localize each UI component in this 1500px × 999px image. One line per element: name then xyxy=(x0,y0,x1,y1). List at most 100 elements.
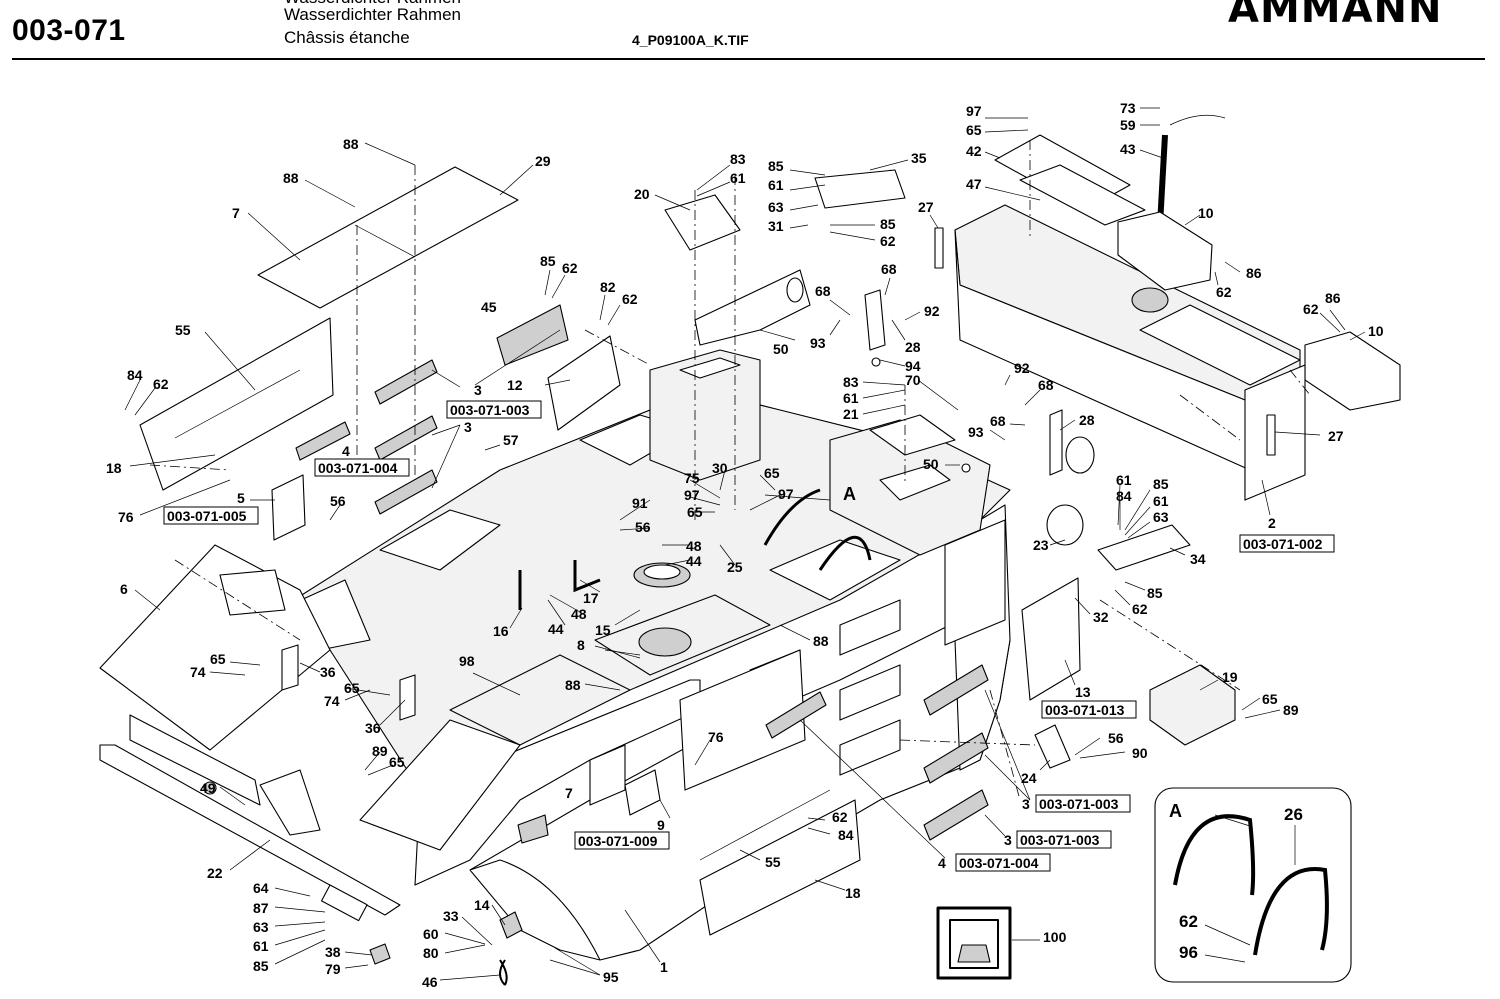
leader-line xyxy=(461,916,493,946)
leader-line xyxy=(431,424,461,436)
brand-logo: AMMANN xyxy=(1228,0,1443,32)
leader-line xyxy=(694,739,711,766)
hose-26-a xyxy=(1173,814,1256,896)
side-window-3 xyxy=(839,719,901,776)
callout-65: 65 xyxy=(764,465,780,481)
view-a-label: A xyxy=(843,484,856,504)
callout-3: 3 xyxy=(474,382,482,398)
panel-29-split xyxy=(354,224,416,258)
plate-8-ring xyxy=(638,627,692,657)
side-window-5 xyxy=(589,744,626,806)
callout-65: 65 xyxy=(687,504,703,520)
callout-61: 61 xyxy=(768,177,784,193)
leader-line xyxy=(1074,737,1101,756)
leader-line xyxy=(689,496,721,506)
assembly-lines xyxy=(149,140,1311,801)
side-window-1 xyxy=(839,599,901,656)
ref-box-frame xyxy=(1035,794,1131,813)
leader-line xyxy=(204,331,256,391)
leader-line xyxy=(1184,214,1201,226)
leader-line xyxy=(329,504,341,521)
hinge-27-left xyxy=(934,227,944,269)
callout-3: 3 xyxy=(1022,796,1030,812)
callout-62: 62 xyxy=(1132,601,1148,617)
callout-93: 93 xyxy=(810,335,826,351)
leader-line xyxy=(614,609,641,626)
callout-21: 21 xyxy=(843,406,859,422)
callout-62: 62 xyxy=(1179,912,1198,931)
callout-61: 61 xyxy=(253,938,269,954)
deck-opening-1 xyxy=(379,509,501,571)
callout-36: 36 xyxy=(320,664,336,680)
cover-19 xyxy=(1149,664,1236,746)
panel-55 xyxy=(139,317,334,491)
callout-6: 6 xyxy=(120,581,128,597)
plate-21 xyxy=(869,414,956,456)
leader-line xyxy=(989,429,1006,441)
leader-line xyxy=(619,499,651,521)
callout-63: 63 xyxy=(253,919,269,935)
leader-line xyxy=(1039,759,1051,771)
leader-line xyxy=(1117,484,1121,526)
hinge-27-right xyxy=(1266,414,1276,456)
leader-line xyxy=(1139,149,1164,159)
leader-line xyxy=(367,764,394,776)
callout-7: 7 xyxy=(232,205,240,221)
detail-a-box xyxy=(1154,787,1352,983)
panel-18 xyxy=(699,799,861,936)
leader-line xyxy=(509,607,523,629)
leader-line xyxy=(544,379,571,386)
leader-line xyxy=(829,319,841,336)
leader-line xyxy=(984,754,1031,801)
callout-63: 63 xyxy=(768,199,784,215)
callout-25: 25 xyxy=(727,559,743,575)
leader-line xyxy=(379,699,406,726)
leader-line xyxy=(607,304,621,326)
callout-91: 91 xyxy=(632,495,648,511)
callout-68: 68 xyxy=(815,283,831,299)
callout-65: 65 xyxy=(389,754,405,770)
callout-14: 14 xyxy=(474,897,490,913)
gasket-47 xyxy=(1019,164,1146,226)
leader-line xyxy=(1114,589,1131,606)
hook-46 xyxy=(499,959,508,986)
frame-top-tunnel xyxy=(694,269,811,346)
leader-line xyxy=(869,159,909,171)
bumper-22-top xyxy=(129,714,261,806)
pipe-17 xyxy=(573,560,601,593)
callout-24: 24 xyxy=(1021,770,1037,786)
leader-line xyxy=(1124,489,1151,531)
callout-65: 65 xyxy=(210,651,226,667)
callout-65: 65 xyxy=(1262,691,1278,707)
callout-12: 12 xyxy=(507,377,523,393)
callout-92: 92 xyxy=(1014,360,1030,376)
bolt-94 xyxy=(871,357,881,367)
callout-57: 57 xyxy=(503,432,519,448)
callout-86: 86 xyxy=(1246,265,1262,281)
leader-line xyxy=(719,544,736,566)
leader-line xyxy=(549,959,601,976)
bracket-lower xyxy=(517,814,549,844)
callout-19: 19 xyxy=(1222,669,1238,685)
callout-73: 73 xyxy=(1120,100,1136,116)
grille-12 xyxy=(547,335,621,431)
title-french: Châssis étanche xyxy=(284,28,410,47)
leader-line xyxy=(929,214,939,229)
leader-line xyxy=(1214,271,1219,286)
callout-85: 85 xyxy=(253,958,269,974)
leader-line xyxy=(209,671,246,676)
leader-line xyxy=(904,311,921,321)
leader-line xyxy=(584,683,621,691)
callout-47: 47 xyxy=(966,176,982,192)
dash-14 xyxy=(989,689,1021,801)
leader-line xyxy=(984,689,1031,801)
dash-8 xyxy=(174,559,301,641)
callout-85: 85 xyxy=(1147,585,1163,601)
leader-line xyxy=(129,454,216,467)
callout-43: 43 xyxy=(1120,141,1136,157)
leader-line xyxy=(689,479,721,499)
page-header: 003-071 Wasserdichter Rahmen Wasserdicht… xyxy=(0,0,1500,62)
bumper-22 xyxy=(99,744,401,916)
small-hardware xyxy=(369,357,971,986)
step-3-b xyxy=(374,415,438,461)
